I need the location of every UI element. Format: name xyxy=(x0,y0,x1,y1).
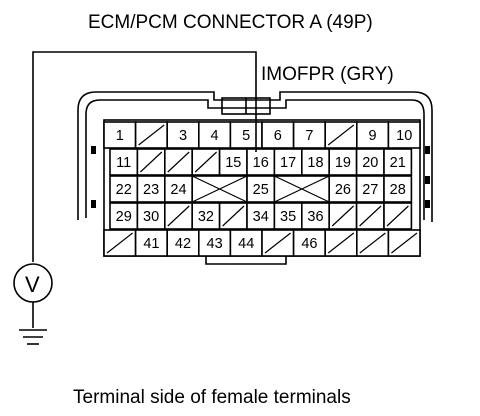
terminal-9 xyxy=(355,121,390,149)
terminal-22 xyxy=(109,175,139,203)
caption: Terminal side of female terminals xyxy=(73,387,351,408)
terminal-number: 3 xyxy=(179,128,187,144)
terminal-24 xyxy=(164,175,194,203)
terminal-10 xyxy=(387,121,421,149)
terminal-number: 44 xyxy=(238,236,254,252)
empty-cavity-slash xyxy=(139,151,163,173)
voltmeter-circuit: V xyxy=(13,51,257,345)
empty-cavity-slash xyxy=(359,205,382,227)
terminal-number: 1 xyxy=(116,128,124,144)
empty-cavity-slash xyxy=(167,151,190,173)
terminal-number: 29 xyxy=(116,209,132,225)
empty-cavity-slash xyxy=(327,232,355,254)
terminal-number: 7 xyxy=(305,128,313,144)
terminal-34 xyxy=(246,202,276,230)
terminal-1 xyxy=(103,121,137,149)
terminal-43 xyxy=(198,229,232,257)
terminal-number: 27 xyxy=(362,182,378,198)
terminal-29 xyxy=(109,202,139,230)
empty-cavity-slash xyxy=(359,232,386,254)
terminal-number: 10 xyxy=(396,128,412,144)
terminal-number: 28 xyxy=(390,182,406,198)
terminal-number: 23 xyxy=(143,182,159,198)
terminal-number: 34 xyxy=(253,209,269,225)
terminal-number: 35 xyxy=(280,209,296,225)
empty-cavity-slash xyxy=(386,205,409,227)
empty-cavity-slash xyxy=(138,124,165,146)
empty-cavity-slash xyxy=(194,151,218,173)
terminal-11 xyxy=(109,148,139,176)
terminal-number: 18 xyxy=(307,155,323,171)
terminal-15 xyxy=(218,148,248,176)
terminal-number: 22 xyxy=(116,182,132,198)
ground-icon xyxy=(19,329,47,345)
cavity-cross xyxy=(274,175,330,203)
terminal-number: 9 xyxy=(369,128,377,144)
terminal-number: 26 xyxy=(335,182,351,198)
terminal-28 xyxy=(383,175,413,203)
terminal-number: 41 xyxy=(143,236,159,252)
empty-cavity-slash xyxy=(331,205,355,227)
terminal-number: 17 xyxy=(280,155,296,171)
empty-cavity-slash xyxy=(106,232,133,254)
probe-wire xyxy=(32,51,257,262)
terminal-number: 21 xyxy=(390,155,406,171)
terminal-number: 16 xyxy=(253,155,269,171)
terminal-number: 4 xyxy=(211,128,219,144)
terminal-46 xyxy=(292,229,327,257)
terminal-number: 36 xyxy=(307,209,323,225)
terminal-number: 25 xyxy=(253,182,269,198)
terminal-32 xyxy=(191,202,221,230)
terminal-number: 11 xyxy=(116,155,131,171)
terminal-41 xyxy=(134,229,169,257)
terminal-number: 24 xyxy=(170,182,186,198)
terminal-4 xyxy=(198,121,232,149)
empty-cavity-slash xyxy=(167,205,190,227)
terminal-number: 6 xyxy=(274,128,282,144)
empty-cavity-slash xyxy=(391,232,418,254)
voltmeter-symbol: V xyxy=(25,272,40,297)
terminal-number: 15 xyxy=(225,155,241,171)
terminal-number: 43 xyxy=(207,236,223,252)
wire-label: IMOFPR (GRY) xyxy=(261,64,394,85)
terminal-6 xyxy=(261,121,295,149)
cavity-cross xyxy=(191,175,248,203)
terminal-number: 5 xyxy=(242,128,250,144)
terminal-21 xyxy=(383,148,413,176)
terminal-number: 32 xyxy=(198,209,214,225)
terminal-number: 20 xyxy=(362,155,378,171)
terminal-30 xyxy=(136,202,166,230)
empty-cavity-slash xyxy=(222,205,245,227)
terminal-25 xyxy=(246,175,276,203)
terminal-number: 46 xyxy=(301,236,317,252)
connector-housing xyxy=(77,91,433,265)
terminal-number: 19 xyxy=(335,155,351,171)
empty-cavity-slash xyxy=(264,232,291,254)
diagram-title: ECM/PCM CONNECTOR A (49P) xyxy=(88,12,373,33)
terminal-44 xyxy=(229,229,263,257)
terminal-number: 42 xyxy=(175,236,191,252)
terminal-17 xyxy=(273,148,303,176)
terminal-number: 30 xyxy=(143,209,159,225)
empty-cavity-slash xyxy=(327,124,355,146)
